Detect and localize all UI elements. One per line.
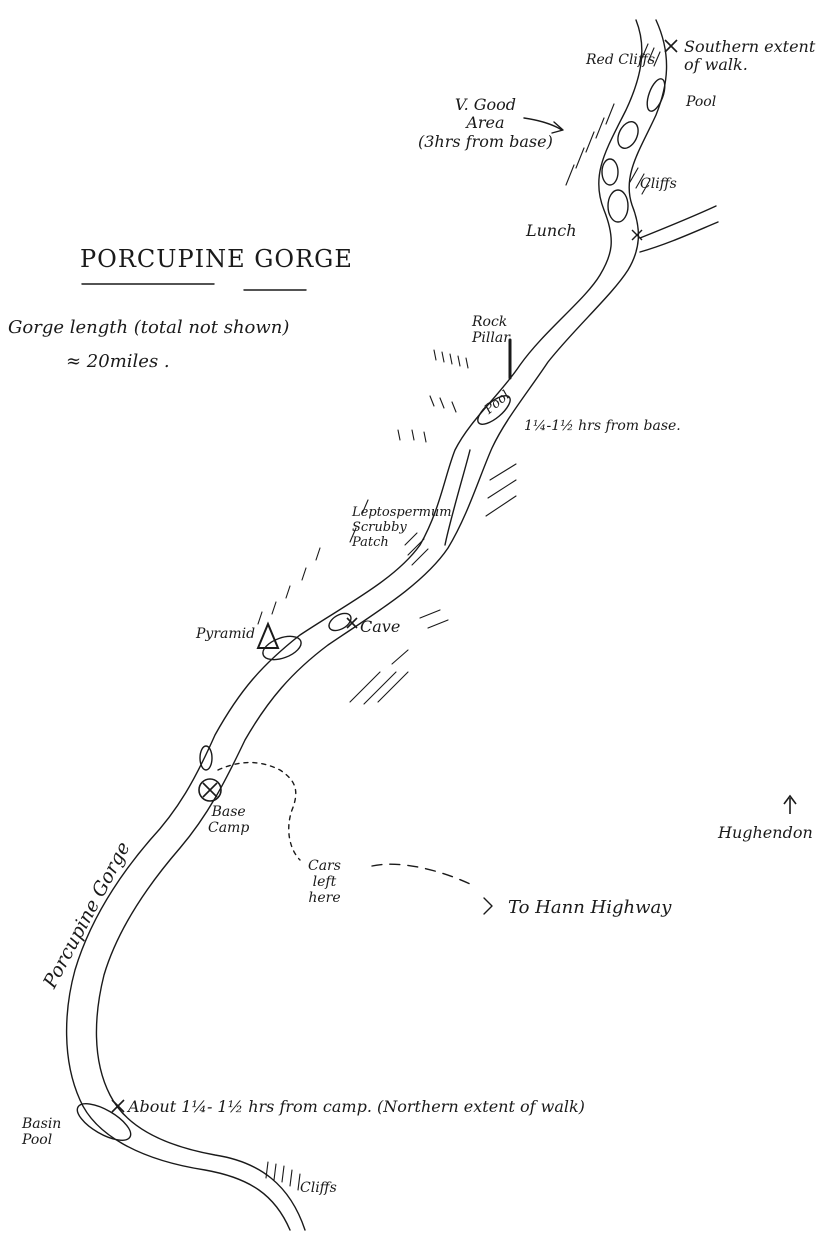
triangle-icon <box>256 621 280 649</box>
circled-x-icon <box>198 778 222 802</box>
label-time-from-base: 1¼-1½ hrs from base. <box>524 418 681 434</box>
pool-mid <box>477 395 511 425</box>
island-upper <box>617 121 639 149</box>
pool-near-camp <box>199 745 213 771</box>
gorge-left-bank <box>65 19 643 1231</box>
v-good-area-arrowhead <box>551 121 564 134</box>
label-red-cliffs: Red Cliffs <box>586 52 656 68</box>
label-cliffs-lower: Cliffs <box>300 1180 337 1196</box>
label-hughenden: Hughendon <box>718 823 813 842</box>
label-pyramid: Pyramid <box>196 626 256 642</box>
label-cars-left: Cars left here <box>308 858 341 907</box>
label-cliffs-upper: Cliffs <box>640 176 677 192</box>
side-creek <box>444 449 471 546</box>
v-good-area-arrow <box>523 117 563 131</box>
label-leptospermum: Leptospermum Scrubby Patch <box>352 505 452 550</box>
pyramid-pool <box>262 635 302 661</box>
track-to-cars <box>217 761 301 861</box>
label-lunch: Lunch <box>526 221 577 240</box>
island-low <box>607 189 629 223</box>
label-to-hann-highway: To Hann Highway <box>508 897 672 918</box>
basin-pool-shape <box>76 1103 132 1141</box>
cliff-hatching <box>257 43 661 1191</box>
north-arrow-icon <box>783 794 797 814</box>
label-southern-extent: Southern extent of walk. <box>684 37 816 75</box>
track-arrowhead <box>483 897 493 915</box>
map-title: PORCUPINE GORGE <box>80 245 353 273</box>
island-mid <box>601 158 619 186</box>
lunch-marker <box>631 229 643 241</box>
label-basin-pool: Basin Pool <box>22 1116 62 1149</box>
label-rock-pillar: Rock Pillar <box>472 314 510 347</box>
cave-pool <box>328 612 352 632</box>
tributary-upper <box>639 205 717 239</box>
tributary-lower <box>639 221 719 253</box>
label-base-camp: Base Camp <box>208 804 250 837</box>
label-cave: Cave <box>360 617 401 636</box>
gorge-length-line1: Gorge length (total not shown) <box>8 317 290 338</box>
label-pool-top: Pool <box>686 94 717 110</box>
gorge-length-line2: ≈ 20miles . <box>66 351 170 372</box>
cave-marker <box>346 617 358 629</box>
northern-extent-marker <box>111 1099 125 1113</box>
label-northern-extent: About 1¼- 1½ hrs from camp. (Northern ex… <box>128 1097 585 1116</box>
track-to-highway <box>371 863 471 885</box>
label-v-good-area: V. Good Area (3hrs from base) <box>418 95 553 151</box>
southern-extent-marker <box>664 39 678 53</box>
pool-top <box>646 78 666 112</box>
gorge-right-bank <box>95 19 668 1231</box>
